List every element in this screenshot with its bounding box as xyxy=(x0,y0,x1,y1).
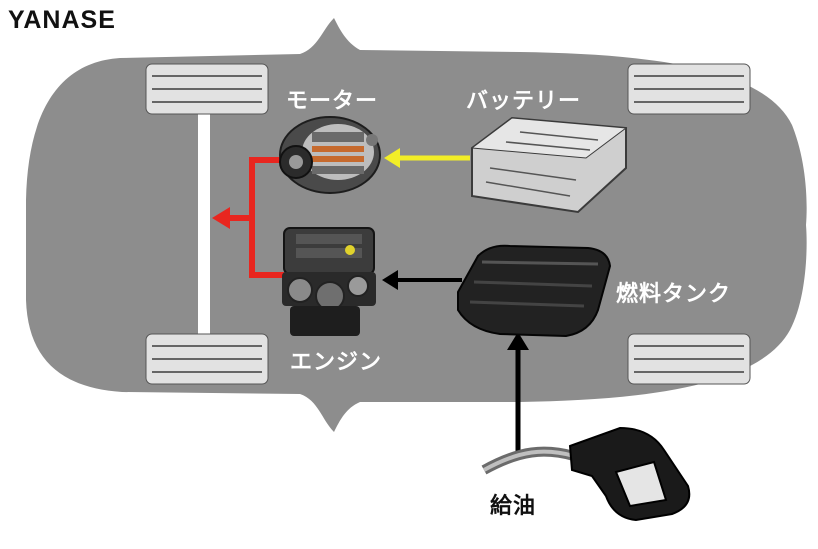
wheel-rear-bottom xyxy=(145,333,269,385)
refuel-arrowhead xyxy=(507,332,529,350)
electric-flow-arrowhead xyxy=(384,148,400,168)
car-body xyxy=(26,18,807,432)
fuel-nozzle-icon xyxy=(481,426,691,522)
drive-output-arrowhead xyxy=(212,207,230,229)
label-engine: エンジン xyxy=(290,350,383,375)
battery-pack-icon xyxy=(470,116,628,214)
wheel-front-top xyxy=(627,63,751,115)
alternator-motor-icon xyxy=(279,116,381,194)
fuel-flow-arrowhead xyxy=(382,270,398,290)
fuel-tank-icon xyxy=(457,244,612,338)
label-battery: バッテリー xyxy=(466,89,582,114)
label-refuel: 給油 xyxy=(490,494,537,519)
label-motor: モーター xyxy=(286,89,379,114)
drive-output-arrow xyxy=(226,157,284,278)
wheel-front-bottom xyxy=(627,333,751,385)
brand-logo: YANASE xyxy=(8,6,116,34)
wheel-rear-top xyxy=(145,63,269,115)
engine-block-icon xyxy=(282,227,376,336)
rear-axle xyxy=(198,108,210,336)
label-fuel-tank: 燃料タンク xyxy=(616,282,732,307)
